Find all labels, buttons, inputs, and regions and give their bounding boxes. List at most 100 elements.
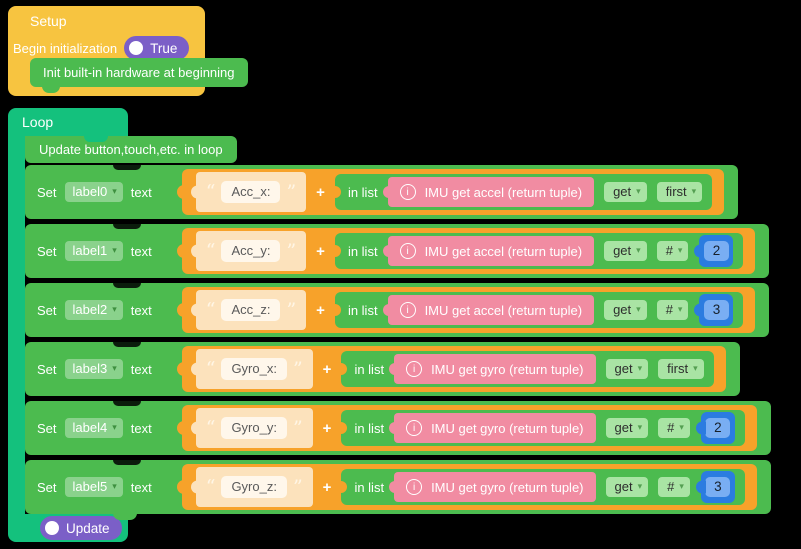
set-label-block[interactable]: Set label3▾ text “ Gyro_x: ” + in list i… [25,342,740,396]
label-dropdown[interactable]: label1▾ [64,241,123,261]
string-input[interactable]: Acc_y: [221,240,281,262]
imu-block[interactable]: i IMU get gyro (return tuple) [394,472,596,502]
loop-block-header[interactable]: Loop [8,108,128,142]
set-keyword: Set [37,479,57,495]
set-label-block[interactable]: Set label1▾ text “ Acc_y: ” + in list i … [25,224,770,278]
text-keyword: text [130,361,152,377]
string-literal-block[interactable]: “ Acc_z: ” [195,290,307,330]
chevron-down-icon: ▾ [637,422,643,432]
chevron-down-icon: ▾ [636,186,641,196]
string-input[interactable]: Gyro_x: [221,358,287,380]
in-list-block[interactable]: in list i IMU get gyro (return tuple) ge… [341,351,714,387]
number-input[interactable]: 2 [705,418,731,438]
string-literal-block[interactable]: “ Acc_x: ” [195,172,307,212]
in-list-label: in list [354,479,385,495]
info-icon[interactable]: i [399,243,416,259]
open-quote-icon: “ [205,240,216,262]
text-join-block[interactable]: “ Gyro_x: ” + in list i IMU get gyro (re… [181,346,726,392]
index-dropdown[interactable]: #▾ [656,241,689,261]
get-dropdown[interactable]: get▾ [605,418,649,438]
update-hardware-block[interactable]: Update button,touch,etc. in loop [25,136,237,163]
index-dropdown[interactable]: #▾ [656,300,689,320]
imu-block[interactable]: i IMU get gyro (return tuple) [394,413,596,443]
in-list-block[interactable]: in list i IMU get accel (return tuple) g… [334,174,713,210]
set-keyword: Set [37,361,57,377]
in-list-block[interactable]: in list i IMU get accel (return tuple) g… [334,233,744,269]
get-dropdown[interactable]: get▾ [604,241,647,261]
info-icon[interactable]: i [399,302,416,318]
close-quote-icon: ” [286,240,297,262]
in-list-label: in list [354,420,385,436]
imu-block[interactable]: i IMU get accel (return tuple) [387,236,595,266]
index-dropdown[interactable]: first▾ [656,182,703,202]
number-block[interactable]: 3 [700,471,735,503]
text-join-block[interactable]: “ Gyro_z: ” + in list i IMU get gyro (re… [181,464,757,510]
text-join-block[interactable]: “ Gyro_y: ” + in list i IMU get gyro (re… [181,405,757,451]
imu-block[interactable]: i IMU get accel (return tuple) [387,295,595,325]
label-dropdown[interactable]: label5▾ [64,477,123,497]
open-quote-icon: “ [205,181,216,203]
init-hardware-label: Init built-in hardware at beginning [43,65,235,80]
text-keyword: text [130,479,152,495]
label-dropdown[interactable]: label2▾ [64,300,123,320]
get-dropdown[interactable]: get▾ [605,359,649,379]
in-list-block[interactable]: in list i IMU get gyro (return tuple) ge… [341,410,745,446]
string-input[interactable]: Gyro_y: [221,417,287,439]
info-icon[interactable]: i [406,420,423,436]
info-icon[interactable]: i [406,479,423,495]
number-input[interactable]: 2 [703,241,729,261]
info-icon[interactable]: i [406,361,423,377]
text-join-block[interactable]: “ Acc_x: ” + in list i IMU get accel (re… [181,169,725,215]
string-input[interactable]: Gyro_z: [221,476,287,498]
chevron-down-icon: ▾ [691,186,697,196]
label-dropdown[interactable]: label3▾ [64,359,123,379]
set-label-block[interactable]: Set label4▾ text “ Gyro_y: ” + in list i… [25,401,771,455]
chevron-down-icon: ▾ [636,245,641,255]
string-literal-block[interactable]: “ Gyro_y: ” [195,408,313,448]
info-icon[interactable]: i [399,184,416,200]
index-dropdown[interactable]: #▾ [658,418,690,438]
string-literal-block[interactable]: “ Gyro_z: ” [195,467,313,507]
in-list-block[interactable]: in list i IMU get accel (return tuple) g… [334,292,744,328]
number-block[interactable]: 2 [699,235,734,267]
text-join-block[interactable]: “ Acc_y: ” + in list i IMU get accel (re… [181,228,756,274]
string-input[interactable]: Acc_x: [221,181,281,203]
begin-initialization-toggle[interactable]: True [124,36,190,60]
update-toggle[interactable]: Update [40,516,122,540]
string-literal-block[interactable]: “ Gyro_x: ” [195,349,313,389]
get-dropdown[interactable]: get▾ [605,477,649,497]
chevron-down-icon: ▾ [693,363,698,373]
close-quote-icon: ” [286,181,297,203]
number-block[interactable]: 3 [699,294,734,326]
toggle-knob-icon [45,521,59,535]
index-dropdown[interactable]: first▾ [658,359,704,379]
in-list-label: in list [354,361,385,377]
string-input[interactable]: Acc_z: [221,299,281,321]
set-label-block[interactable]: Set label5▾ text “ Gyro_z: ” + in list i… [25,460,771,520]
set-label-block[interactable]: Set label0▾ text “ Acc_x: ” + in list i … [25,165,739,219]
label-dropdown[interactable]: label4▾ [64,418,123,438]
number-block[interactable]: 2 [700,412,735,444]
chevron-down-icon: ▾ [677,304,683,314]
imu-block[interactable]: i IMU get gyro (return tuple) [394,354,596,384]
loop-block-spine [8,130,25,514]
imu-block[interactable]: i IMU get accel (return tuple) [387,177,595,207]
set-keyword: Set [37,302,57,318]
setup-title: Setup [30,13,67,29]
open-quote-icon: “ [205,358,216,380]
number-input[interactable]: 3 [705,477,731,497]
plus-operator: + [322,478,332,496]
string-literal-block[interactable]: “ Acc_y: ” [195,231,307,271]
label-dropdown[interactable]: label0▾ [64,182,123,202]
in-list-block[interactable]: in list i IMU get gyro (return tuple) ge… [341,469,745,505]
update-hardware-label: Update button,touch,etc. in loop [39,142,223,157]
init-hardware-block[interactable]: Init built-in hardware at beginning [30,58,248,93]
plus-operator: + [322,419,332,437]
get-dropdown[interactable]: get▾ [604,182,647,202]
set-label-block[interactable]: Set label2▾ text “ Acc_z: ” + in list i … [25,283,770,337]
close-quote-icon: ” [286,299,297,321]
get-dropdown[interactable]: get▾ [604,300,647,320]
text-join-block[interactable]: “ Acc_z: ” + in list i IMU get accel (re… [181,287,756,333]
number-input[interactable]: 3 [703,300,729,320]
index-dropdown[interactable]: #▾ [658,477,690,497]
